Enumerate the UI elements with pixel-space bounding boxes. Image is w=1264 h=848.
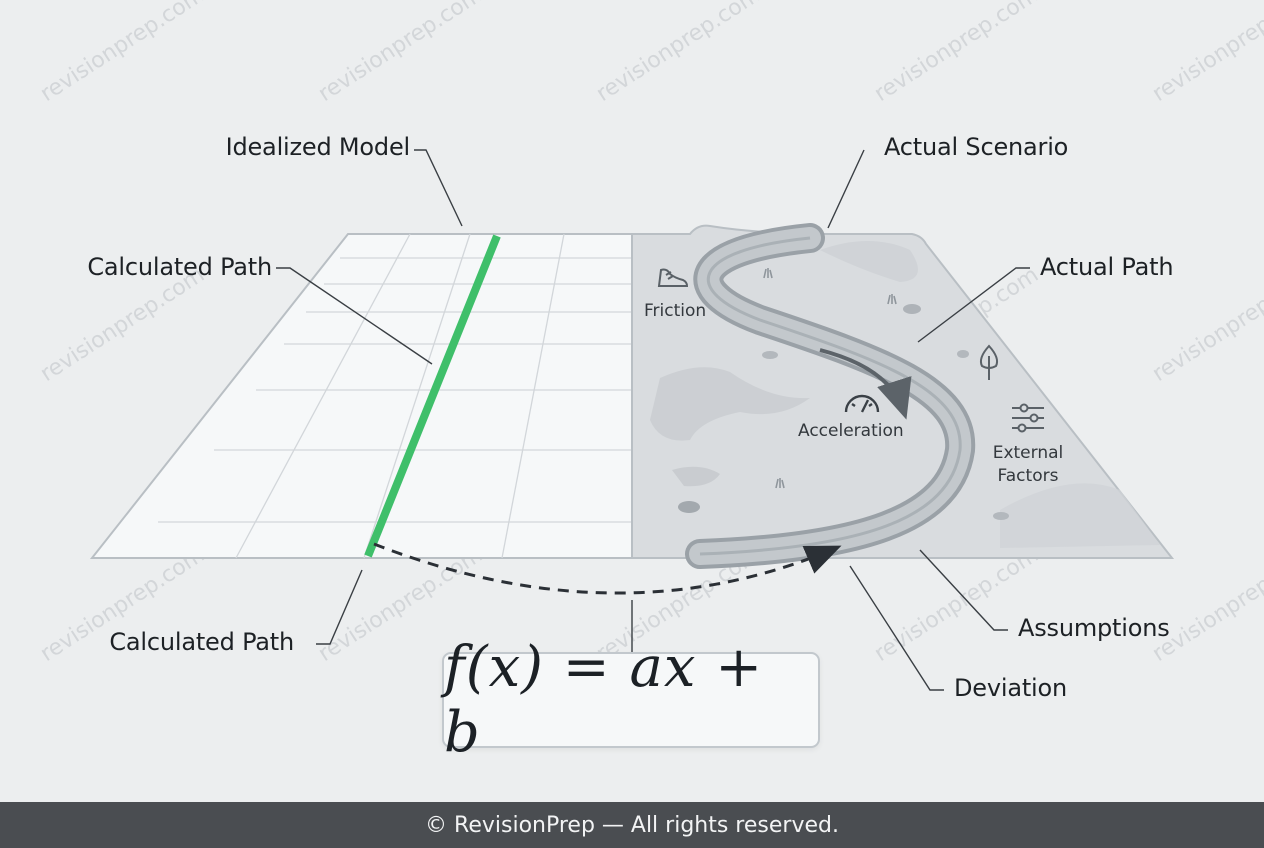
calculated-path-line [364, 234, 501, 558]
footer-copyright: © RevisionPrep — All rights reserved. [425, 812, 839, 838]
leader-lines [276, 149, 1030, 691]
shoe-icon [657, 268, 689, 287]
label-assumptions: Assumptions [1018, 614, 1170, 642]
tree-icon [979, 344, 999, 380]
label-external-factors: External Factors [990, 442, 1066, 488]
actual-scenario-terrain [631, 223, 1175, 569]
footer: © RevisionPrep — All rights reserved. [0, 802, 1264, 848]
label-idealized-model: Idealized Model [225, 133, 411, 161]
label-actual-scenario: Actual Scenario [884, 133, 1069, 161]
label-actual-path: Actual Path [1040, 253, 1174, 281]
label-calculated-path-bottom: Calculated Path [109, 628, 294, 656]
label-calculated-path-top: Calculated Path [87, 253, 272, 281]
external-factors-line2: Factors [997, 466, 1059, 486]
formula-box: f(x) = ax + b [442, 635, 820, 765]
label-friction: Friction [644, 301, 707, 321]
speedometer-icon [844, 394, 880, 413]
formula-text: f(x) = ax + b [444, 635, 764, 765]
motion-arrow [819, 348, 912, 420]
external-factors-line1: External [992, 443, 1064, 463]
label-deviation: Deviation [954, 674, 1067, 702]
grid-plane [89, 233, 633, 559]
label-acceleration: Acceleration [798, 421, 904, 441]
idealized-model-plane [89, 233, 633, 559]
sliders-icon [1012, 403, 1044, 433]
grid-lines [158, 233, 632, 559]
